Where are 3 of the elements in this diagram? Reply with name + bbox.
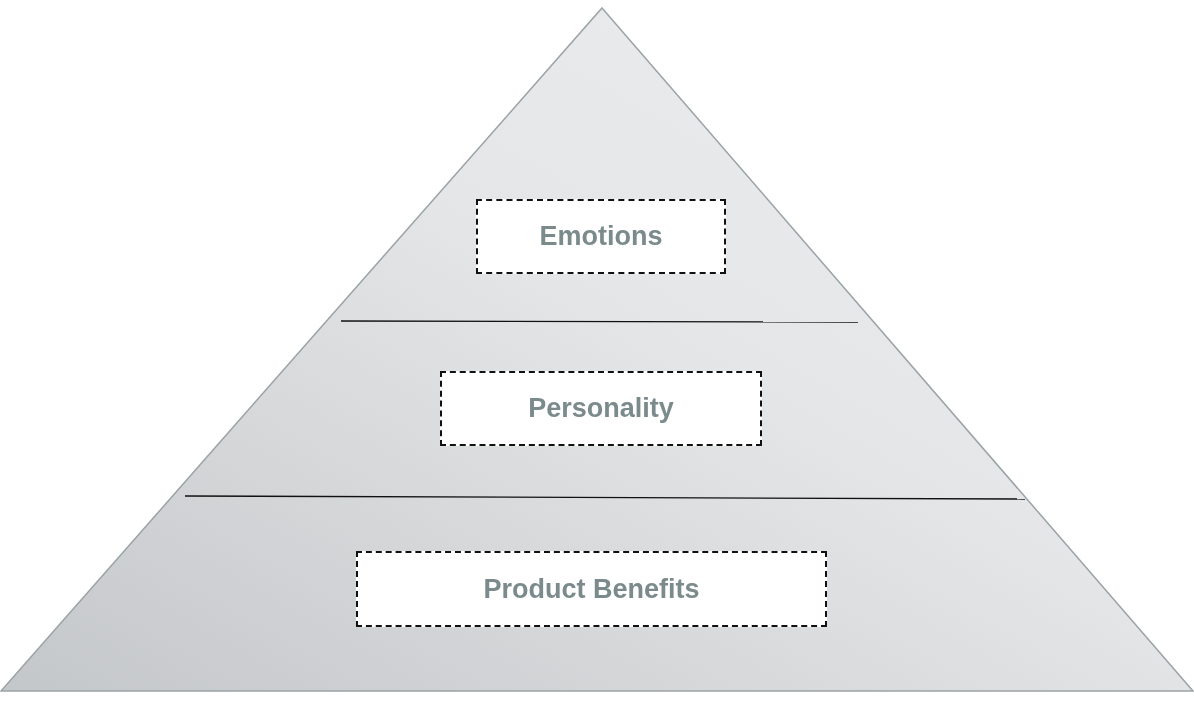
tier-label: Emotions: [476, 199, 726, 274]
tier-label: Product Benefits: [356, 551, 827, 627]
tier-label: Personality: [440, 371, 762, 446]
